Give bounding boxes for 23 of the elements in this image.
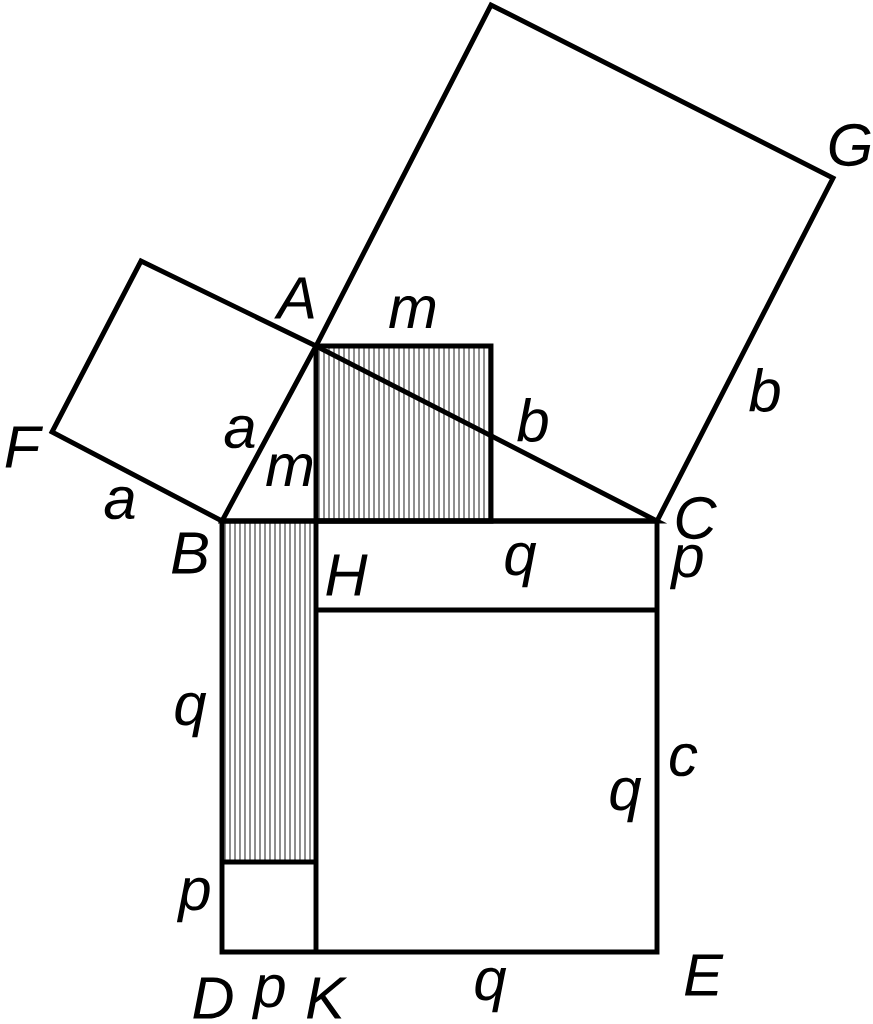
side-label: a: [104, 486, 135, 520]
point-label: A: [274, 277, 314, 319]
point-label: B: [171, 532, 208, 574]
point-label: E: [684, 954, 724, 996]
side-label: c: [670, 743, 698, 777]
side-label: p: [176, 877, 210, 923]
side-label: m: [266, 453, 313, 487]
point-label: K: [306, 977, 348, 1019]
side-label: q: [505, 542, 537, 588]
side-label: q: [610, 777, 642, 823]
point-label: F: [5, 426, 44, 468]
point-label: D: [193, 977, 233, 1019]
point-label: C: [676, 496, 717, 540]
side-label: p: [251, 974, 285, 1020]
side-label: m: [389, 295, 436, 329]
point-label: H: [326, 554, 368, 596]
side-label: p: [669, 544, 703, 590]
side-label: b: [749, 368, 780, 412]
point-label: G: [829, 123, 871, 167]
side-label: a: [224, 415, 255, 449]
side-label: q: [475, 967, 507, 1013]
side-label: b: [517, 398, 548, 442]
side-label: q: [175, 692, 207, 738]
